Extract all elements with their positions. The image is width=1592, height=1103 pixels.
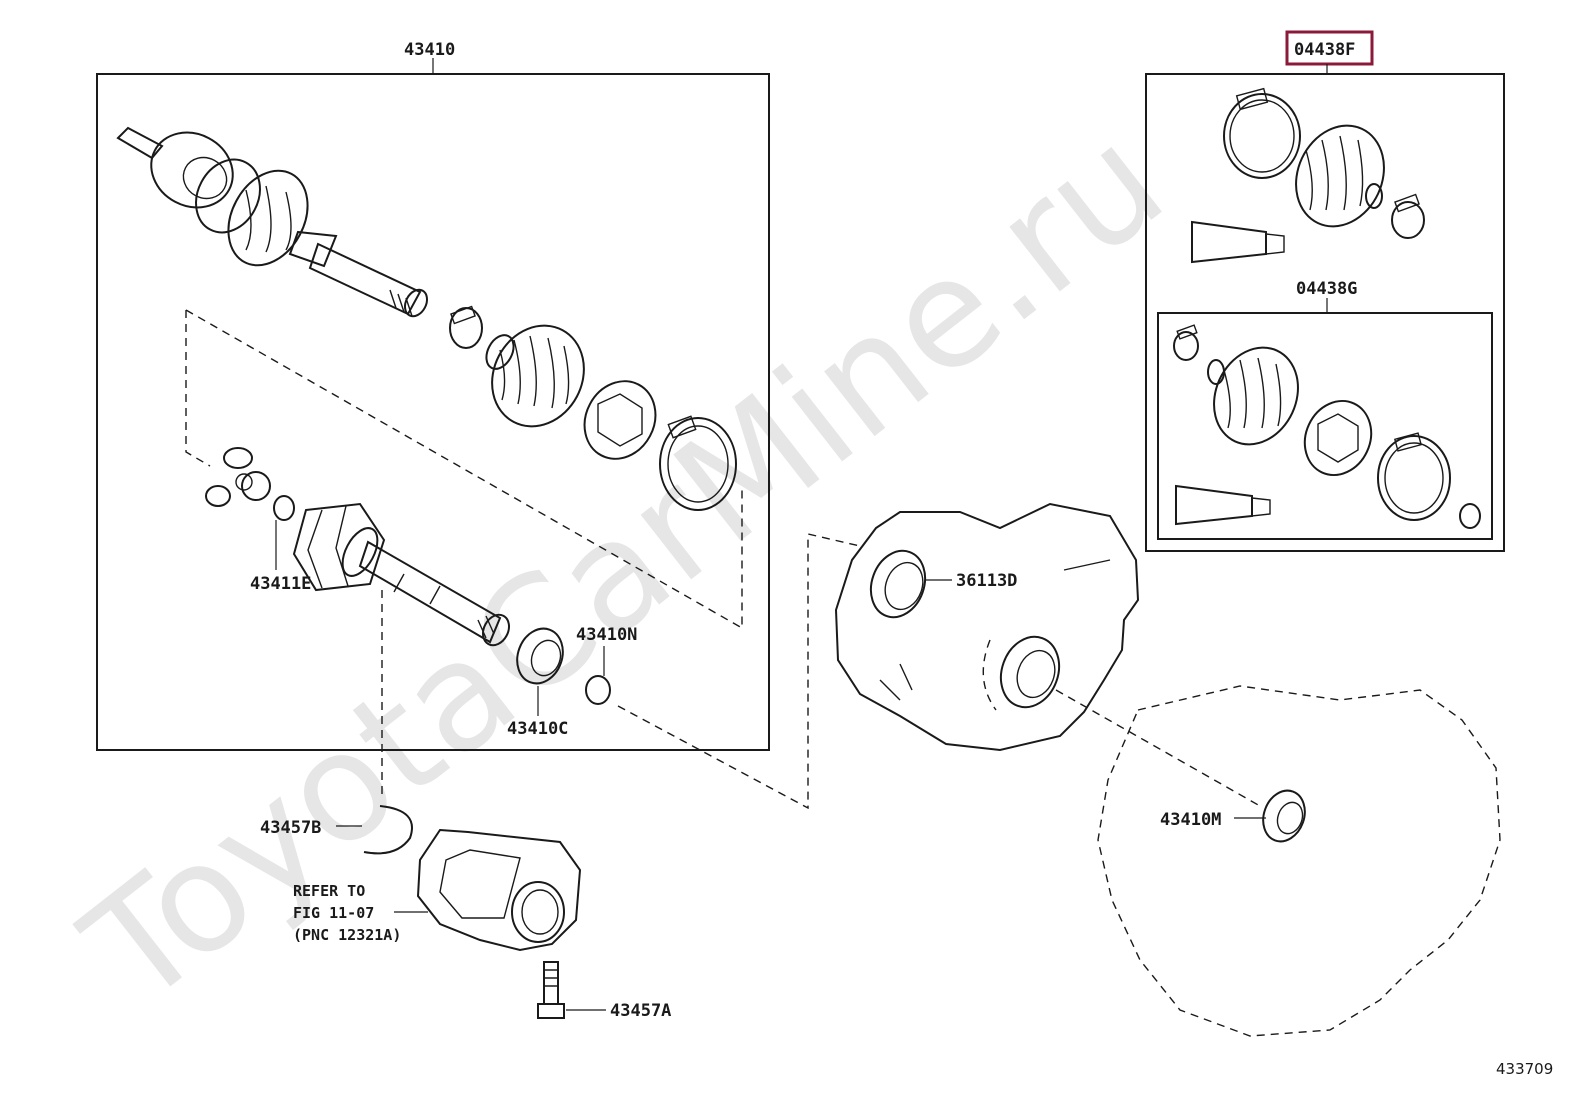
part-label-04438f[interactable]: 04438F: [1294, 40, 1355, 60]
inboard-joint-shaft[interactable]: [292, 502, 514, 650]
outboard-cv-joint-shaft[interactable]: [116, 118, 431, 320]
part-label-43457a[interactable]: 43457A: [610, 1001, 671, 1021]
small-boot-clamp[interactable]: [449, 305, 483, 349]
transaxle-case-outline: [834, 502, 1140, 752]
boot-kit-04438g-box: [1157, 312, 1493, 540]
kit-g-large-clamp[interactable]: [1377, 432, 1451, 521]
boot-kit-04438f-box: [1145, 73, 1505, 552]
highlight-04438f[interactable]: [1285, 30, 1374, 66]
tripod-joint[interactable]: [205, 447, 271, 507]
large-boot-clamp[interactable]: [659, 415, 737, 511]
part-label-43410m[interactable]: 43410M: [1160, 810, 1221, 830]
bolt-43457a[interactable]: [537, 961, 606, 1019]
kit-g-small-clamp[interactable]: [1173, 324, 1199, 361]
kit-f-grease-tube[interactable]: [1191, 220, 1285, 264]
reference-note-line2: FIG 11-07: [293, 904, 374, 922]
kit-f-large-clamp[interactable]: [1223, 87, 1301, 179]
hole-snap-ring-43457b[interactable]: [336, 805, 413, 855]
figure-number: 433709: [1496, 1060, 1553, 1078]
part-label-04438g[interactable]: 04438G: [1296, 279, 1357, 299]
kit-g-grease-tube[interactable]: [1175, 484, 1271, 526]
kit-g-hex-boot[interactable]: [1293, 390, 1383, 486]
assembly-line: [617, 533, 861, 810]
kit-g-boot[interactable]: [1199, 334, 1314, 458]
reference-note-line3: (PNC 12321A): [293, 926, 401, 944]
part-label-43411e[interactable]: 43411E: [250, 574, 311, 594]
transmission-outline: [1097, 685, 1501, 1037]
watermark: ToyotaCarMine.ru: [54, 94, 1195, 1038]
assembly-line: [185, 310, 211, 467]
oil-seal-36113d[interactable]: [862, 543, 952, 625]
snap-ring-43410n[interactable]: [585, 646, 611, 705]
bearing-43410c[interactable]: [510, 622, 570, 716]
part-label-43457b[interactable]: 43457B: [260, 818, 321, 838]
kit-g-snap-ring[interactable]: [1459, 503, 1481, 529]
case-bore: [982, 635, 1061, 711]
kit-f-boot[interactable]: [1280, 111, 1400, 241]
reference-note-line1: REFER TO: [293, 882, 365, 900]
bearing-bracket[interactable]: [394, 828, 582, 952]
snap-ring-43411e[interactable]: [273, 495, 295, 570]
kit-f-small-clamp[interactable]: [1391, 193, 1425, 239]
part-label-43410n[interactable]: 43410N: [576, 625, 637, 645]
part-label-43410[interactable]: 43410: [404, 40, 455, 60]
outboard-boot[interactable]: [475, 309, 602, 442]
assembly-line: [185, 309, 743, 630]
part-label-43410c[interactable]: 43410C: [507, 719, 568, 739]
dust-seal-43410m[interactable]: [1234, 785, 1312, 848]
part-label-36113d[interactable]: 36113D: [956, 571, 1017, 591]
inboard-boot-hex[interactable]: [571, 369, 669, 472]
